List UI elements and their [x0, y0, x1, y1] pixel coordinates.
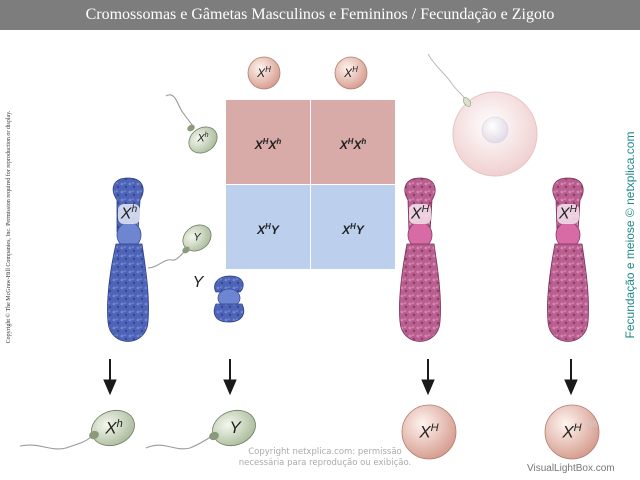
watermark-link[interactable]: VisualLightBox.com — [527, 463, 615, 474]
chromosome-icon — [547, 177, 589, 342]
genotype-label: XHXh — [339, 137, 367, 152]
gamete-label: XH — [419, 422, 439, 442]
diagram-stage: XH XH Xh Y XHXh XHXh XHY XHY Xh Y XH XH … — [0, 30, 640, 480]
genotype-label: XHY — [342, 222, 364, 237]
notice-line: Copyright netxplica.com: permissão — [248, 447, 402, 457]
title-banner: Cromossomas e Gâmetas Masculinos e Femin… — [0, 0, 640, 30]
egg-gamete-icon — [544, 404, 600, 460]
chromosome-icon — [107, 177, 149, 342]
sperm-icon — [19, 409, 135, 450]
sperm-gamete-label: Xh — [197, 131, 209, 145]
copyright-side-text: Copyright © The McGraw-Hill Companies, I… — [6, 110, 12, 344]
chromosome-label: XH — [558, 204, 578, 223]
chromosome-label: Xh — [120, 204, 138, 223]
sperm-icon — [147, 224, 212, 269]
chromosome-label: Y — [192, 274, 204, 291]
punnett-cell-female-1 — [226, 100, 310, 184]
chromosome-label: XH — [410, 204, 430, 223]
arrow-down-icon — [223, 359, 237, 396]
arrow-down-icon — [103, 359, 117, 396]
chromosome-icon — [213, 275, 245, 323]
gamete-label: XH — [562, 422, 582, 442]
site-credit-side-text: Fecundação e meiose © netxplica.com — [623, 131, 637, 339]
gamete-label: Y — [229, 418, 241, 437]
page-number: 96 — [588, 420, 597, 429]
permission-notice: Copyright netxplica.com: permissão neces… — [225, 447, 425, 469]
punnett-cell-female-2 — [311, 100, 395, 184]
gamete-label: Xh — [105, 418, 123, 438]
egg-gamete-icon — [401, 404, 457, 460]
arrow-down-icon — [421, 359, 435, 396]
notice-line: necessária para reprodução ou exibição. — [238, 458, 412, 468]
chromosome-icon — [399, 177, 441, 342]
sperm-icon — [427, 53, 472, 107]
egg-gamete-icon — [334, 56, 368, 90]
punnett-cell-male-2 — [311, 185, 395, 269]
punnett-cell-male-1 — [226, 185, 310, 269]
egg-gamete-label: XH — [344, 65, 358, 80]
egg-gamete-label: XH — [257, 65, 271, 80]
sperm-icon — [145, 409, 256, 450]
egg-gamete-icon — [247, 56, 281, 90]
genotype-label: XHXh — [254, 137, 282, 152]
arrow-down-icon — [564, 359, 578, 396]
diagram-art — [19, 53, 600, 460]
genotype-label: XHY — [257, 222, 279, 237]
sperm-gamete-label: Y — [193, 231, 201, 244]
page-title: Cromossomas e Gâmetas Masculinos e Femin… — [85, 6, 555, 23]
nucleus-icon — [481, 116, 509, 144]
sperm-icon — [165, 94, 218, 154]
